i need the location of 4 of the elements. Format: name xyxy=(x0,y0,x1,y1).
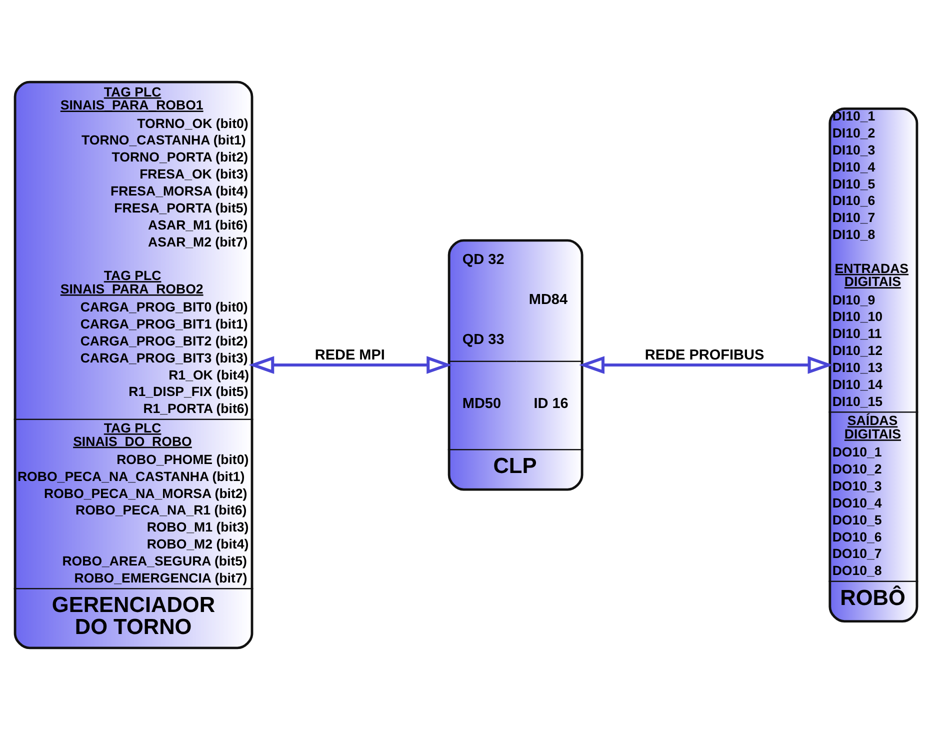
edge-label: REDE PROFIBUS xyxy=(644,347,764,364)
edge-label: REDE MPI xyxy=(314,347,384,364)
arrow xyxy=(248,356,452,374)
arrow xyxy=(578,356,833,374)
